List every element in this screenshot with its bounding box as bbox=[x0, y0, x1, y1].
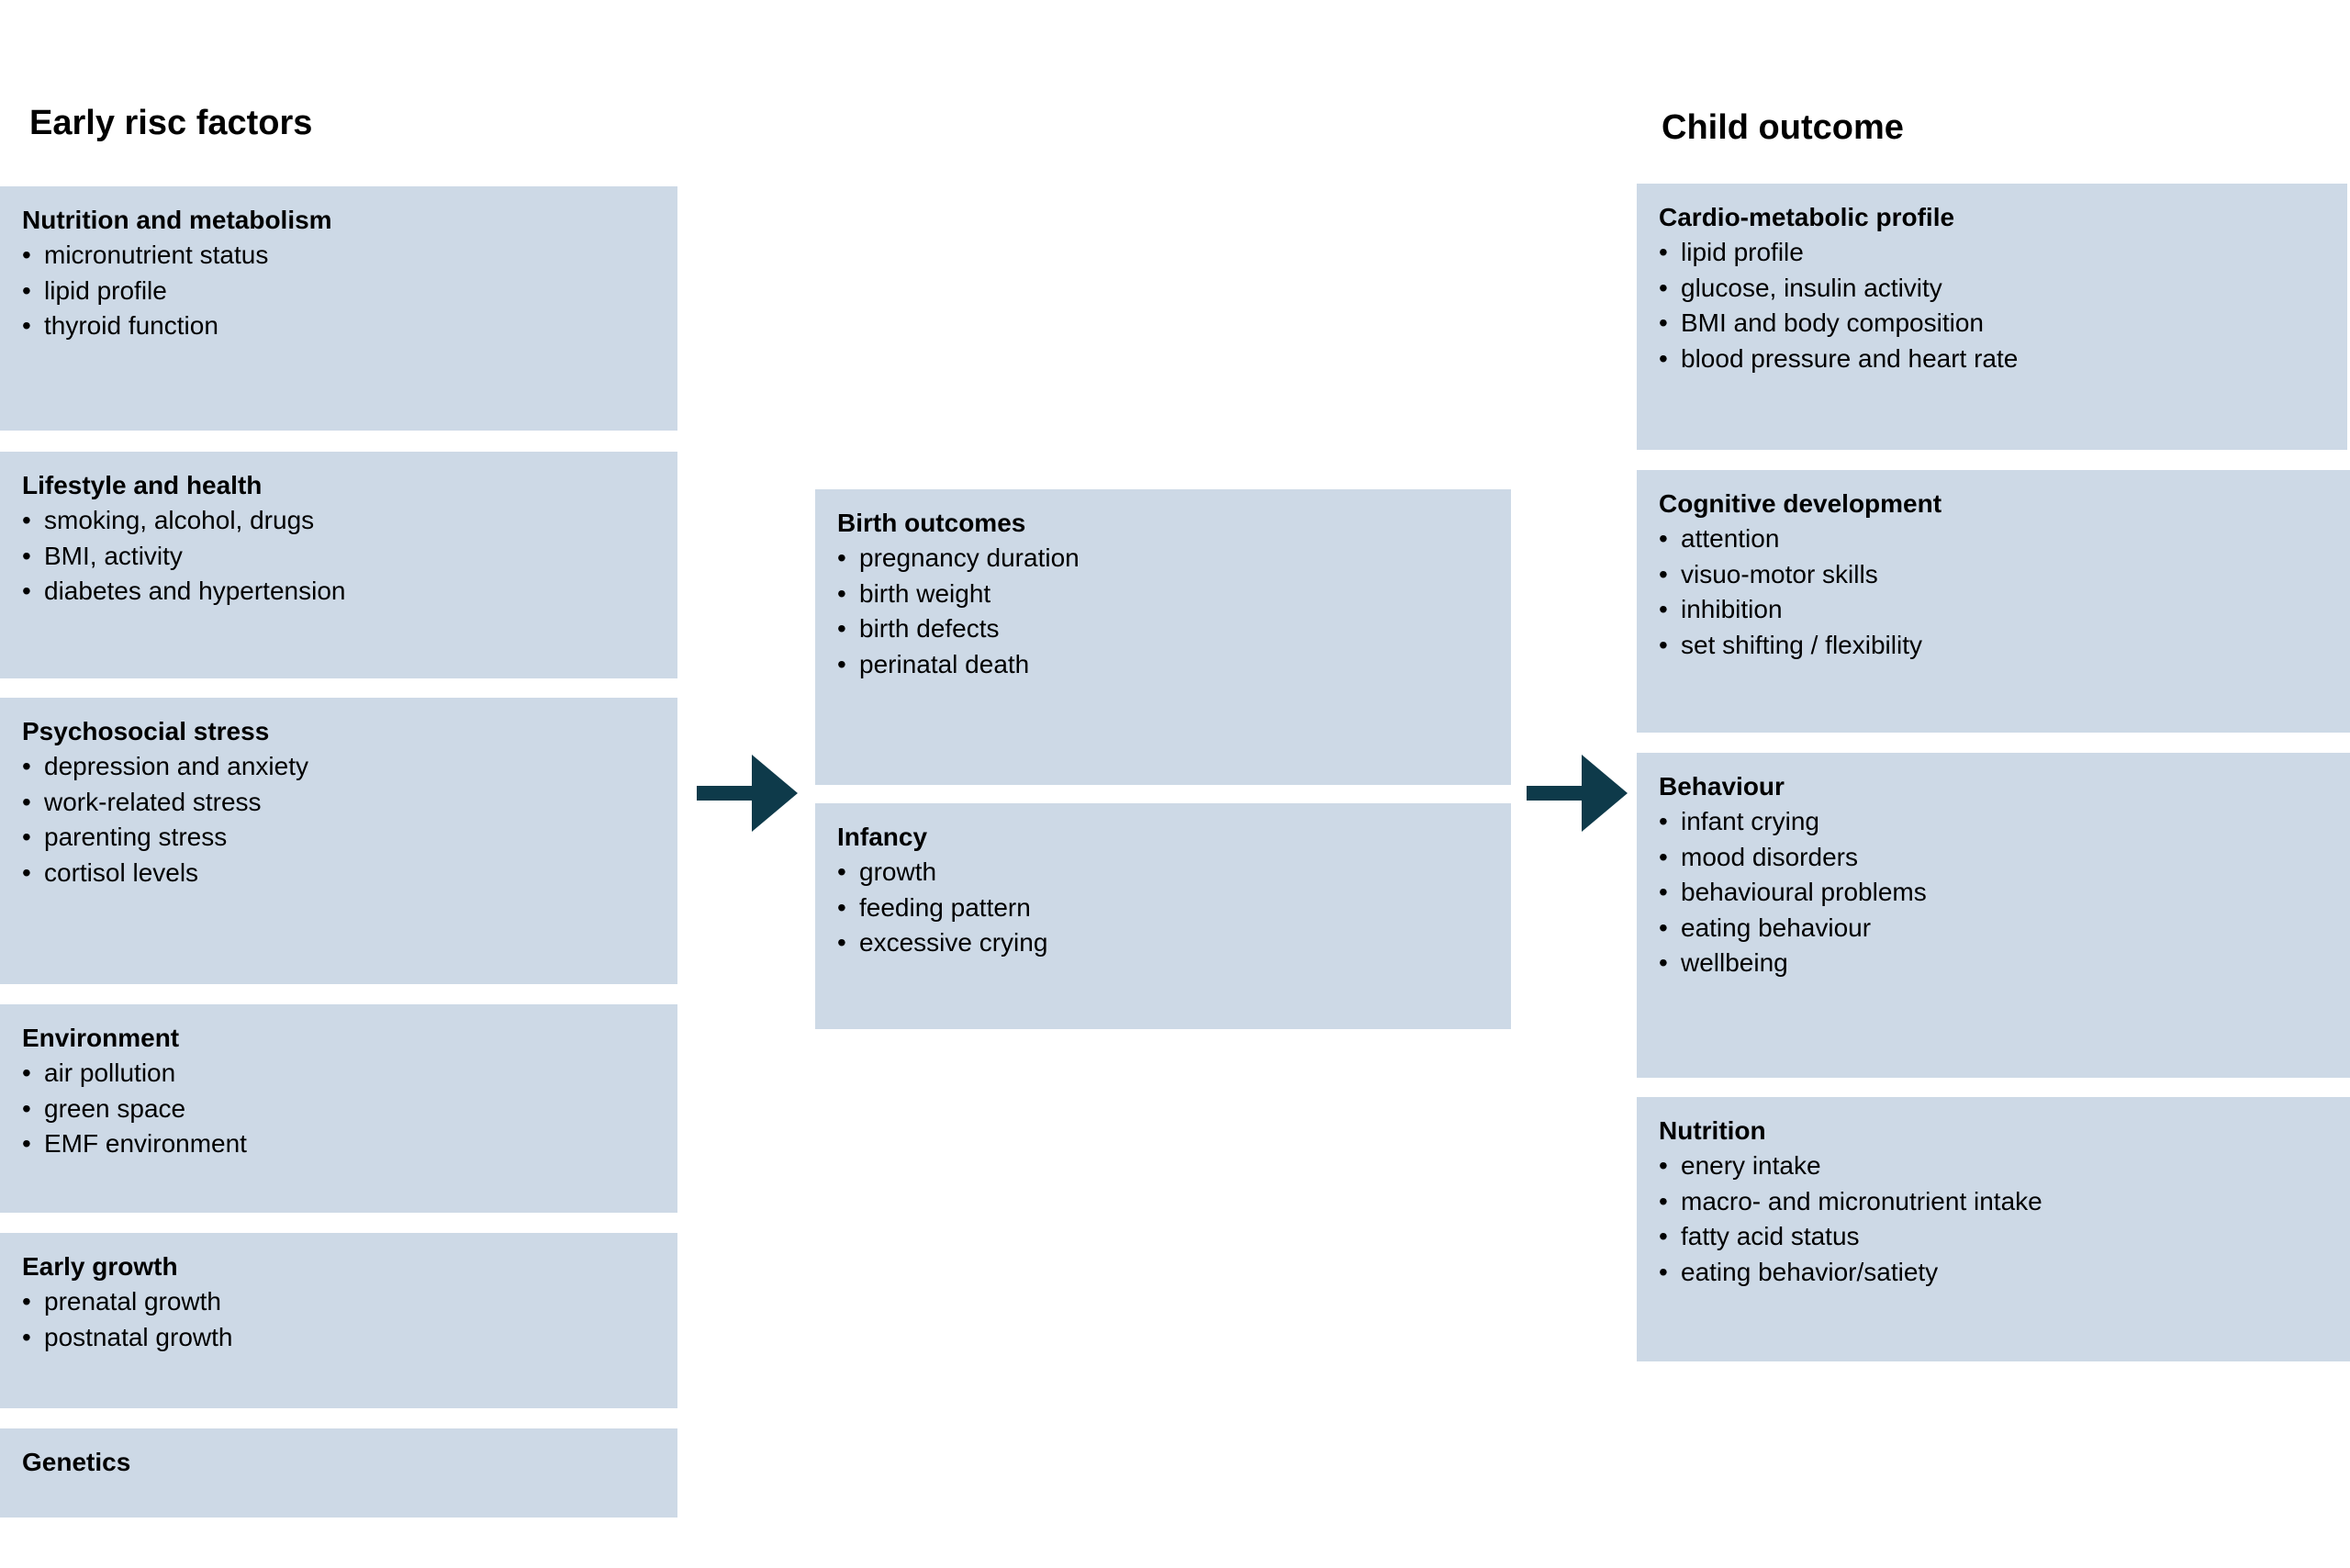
list-item: macro- and micronutrient intake bbox=[1659, 1184, 2328, 1220]
box-title: Infancy bbox=[837, 823, 928, 851]
box-title: Lifestyle and health bbox=[22, 471, 263, 499]
list-item: visuo-motor skills bbox=[1659, 557, 2328, 593]
box-nutrition-metabolism: Nutrition and metabolism micronutrient s… bbox=[0, 186, 677, 431]
list-item: postnatal growth bbox=[22, 1320, 655, 1356]
list-item: lipid profile bbox=[22, 274, 655, 309]
list-item: thyroid function bbox=[22, 308, 655, 344]
box-title: Nutrition and metabolism bbox=[22, 206, 332, 234]
box-title: Early growth bbox=[22, 1252, 178, 1281]
list-item: infant crying bbox=[1659, 804, 2328, 840]
box-lifestyle-health: Lifestyle and health smoking, alcohol, d… bbox=[0, 452, 677, 678]
list-item: birth defects bbox=[837, 611, 1489, 647]
list-item: glucose, insulin activity bbox=[1659, 271, 2325, 307]
outcome-list: infant crying mood disorders behavioural… bbox=[1659, 804, 2328, 981]
arrow-right-icon bbox=[697, 755, 798, 832]
box-title: Nutrition bbox=[1659, 1116, 1766, 1145]
list-item: eating behavior/satiety bbox=[1659, 1255, 2328, 1291]
list-item: BMI and body composition bbox=[1659, 306, 2325, 342]
list-item: work-related stress bbox=[22, 785, 655, 821]
box-cognitive-development: Cognitive development attention visuo-mo… bbox=[1637, 470, 2350, 733]
box-early-growth: Early growth prenatal growth postnatal g… bbox=[0, 1233, 677, 1408]
list-item: green space bbox=[22, 1092, 655, 1127]
outcome-list: attention visuo-motor skills inhibition … bbox=[1659, 521, 2328, 663]
list-item: diabetes and hypertension bbox=[22, 574, 655, 610]
heading-early-risk-factors: Early risc factors bbox=[29, 104, 313, 142]
list-item: perinatal death bbox=[837, 647, 1489, 683]
box-environment: Environment air pollution green space EM… bbox=[0, 1004, 677, 1213]
box-title: Genetics bbox=[22, 1448, 131, 1476]
list-item: parenting stress bbox=[22, 820, 655, 856]
factor-list: micronutrient status lipid profile thyro… bbox=[22, 238, 655, 344]
factor-list: depression and anxiety work-related stre… bbox=[22, 749, 655, 890]
box-birth-outcomes: Birth outcomes pregnancy duration birth … bbox=[815, 489, 1511, 785]
box-title: Environment bbox=[22, 1024, 180, 1052]
list-item: attention bbox=[1659, 521, 2328, 557]
list-item: BMI, activity bbox=[22, 539, 655, 575]
list-item: lipid profile bbox=[1659, 235, 2325, 271]
factor-list: prenatal growth postnatal growth bbox=[22, 1284, 655, 1355]
list-item: set shifting / flexibility bbox=[1659, 628, 2328, 664]
box-infancy: Infancy growth feeding pattern excessive… bbox=[815, 803, 1511, 1029]
list-item: birth weight bbox=[837, 577, 1489, 612]
list-item: depression and anxiety bbox=[22, 749, 655, 785]
outcome-list: growth feeding pattern excessive crying bbox=[837, 855, 1489, 961]
list-item: micronutrient status bbox=[22, 238, 655, 274]
list-item: smoking, alcohol, drugs bbox=[22, 503, 655, 539]
list-item: blood pressure and heart rate bbox=[1659, 342, 2325, 377]
list-item: inhibition bbox=[1659, 592, 2328, 628]
list-item: prenatal growth bbox=[22, 1284, 655, 1320]
box-cardio-metabolic-profile: Cardio-metabolic profile lipid profile g… bbox=[1637, 184, 2347, 450]
box-nutrition: Nutrition enery intake macro- and micron… bbox=[1637, 1097, 2350, 1361]
outcome-list: pregnancy duration birth weight birth de… bbox=[837, 541, 1489, 682]
box-title: Cardio-metabolic profile bbox=[1659, 203, 1955, 231]
box-title: Cognitive development bbox=[1659, 489, 1942, 518]
list-item: mood disorders bbox=[1659, 840, 2328, 876]
list-item: growth bbox=[837, 855, 1489, 890]
list-item: fatty acid status bbox=[1659, 1219, 2328, 1255]
list-item: enery intake bbox=[1659, 1148, 2328, 1184]
list-item: air pollution bbox=[22, 1056, 655, 1092]
outcome-list: enery intake macro- and micronutrient in… bbox=[1659, 1148, 2328, 1290]
box-genetics: Genetics bbox=[0, 1428, 677, 1518]
box-title: Psychosocial stress bbox=[22, 717, 270, 745]
factor-list: smoking, alcohol, drugs BMI, activity di… bbox=[22, 503, 655, 610]
outcome-list: lipid profile glucose, insulin activity … bbox=[1659, 235, 2325, 376]
list-item: excessive crying bbox=[837, 925, 1489, 961]
list-item: wellbeing bbox=[1659, 946, 2328, 981]
heading-child-outcome: Child outcome bbox=[1662, 108, 1904, 147]
factor-list: air pollution green space EMF environmen… bbox=[22, 1056, 655, 1162]
list-item: pregnancy duration bbox=[837, 541, 1489, 577]
arrow-right-icon bbox=[1527, 755, 1628, 832]
list-item: eating behaviour bbox=[1659, 911, 2328, 946]
list-item: cortisol levels bbox=[22, 856, 655, 891]
box-behaviour: Behaviour infant crying mood disorders b… bbox=[1637, 753, 2350, 1078]
box-title: Birth outcomes bbox=[837, 509, 1026, 537]
list-item: feeding pattern bbox=[837, 890, 1489, 926]
list-item: EMF environment bbox=[22, 1126, 655, 1162]
box-psychosocial-stress: Psychosocial stress depression and anxie… bbox=[0, 698, 677, 984]
box-title: Behaviour bbox=[1659, 772, 1785, 801]
list-item: behavioural problems bbox=[1659, 875, 2328, 911]
